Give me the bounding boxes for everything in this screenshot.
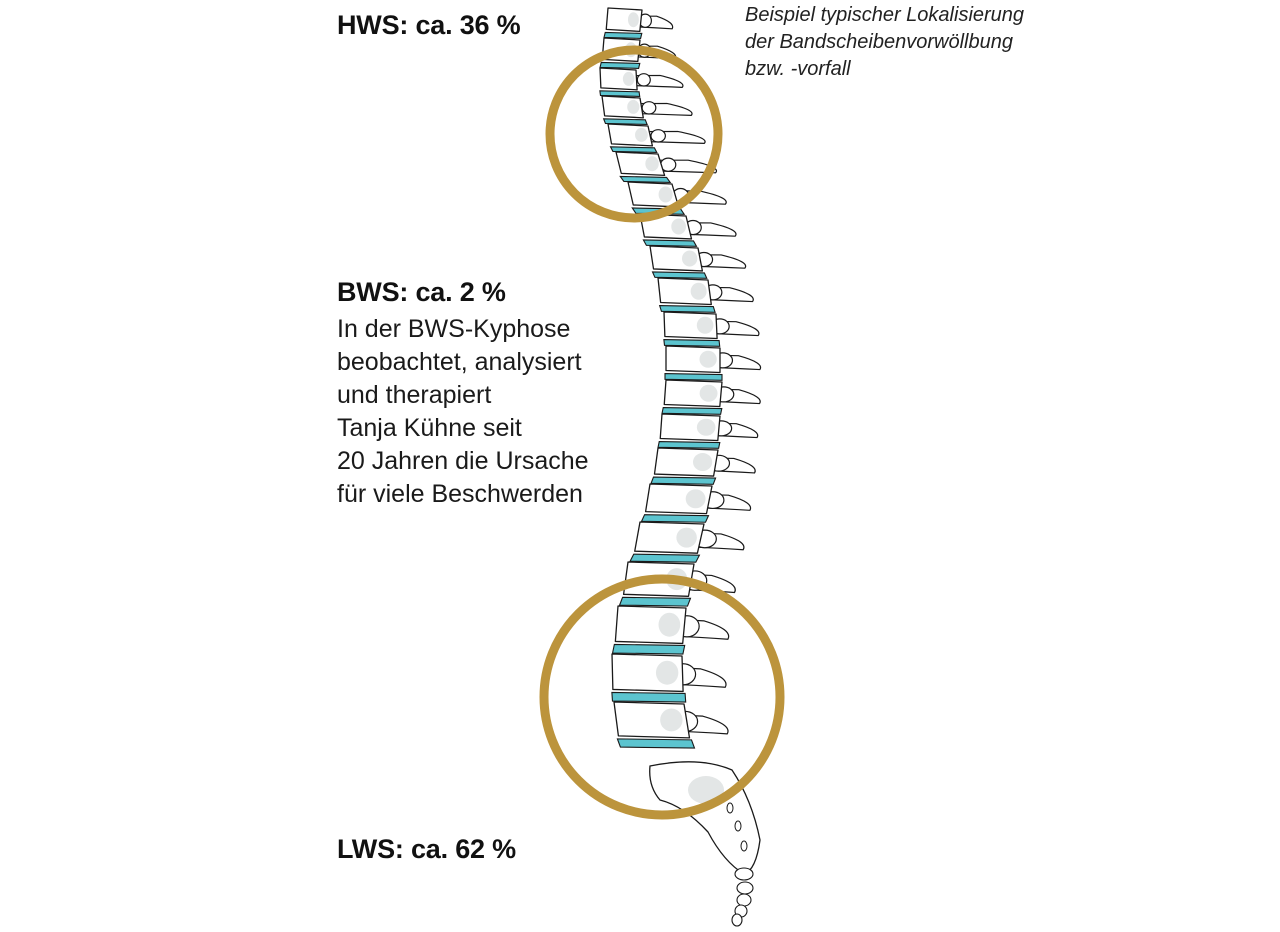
intervertebral-disc — [599, 61, 641, 69]
articular-facet — [636, 73, 651, 87]
coccyx-segment — [736, 893, 752, 907]
vertebra — [657, 413, 759, 449]
note-line: der Bandscheibenvorwöllbung — [745, 31, 1013, 53]
bws-description-line: In der BWS-Kyphose — [337, 315, 571, 343]
articular-facet — [641, 101, 657, 115]
intervertebral-disc — [663, 338, 721, 347]
vertebra — [599, 67, 684, 98]
intervertebral-disc — [616, 738, 696, 749]
bws-description-line: und therapiert — [337, 381, 492, 409]
vertebra — [650, 447, 756, 485]
bws-description: In der BWS-Kyphose beobachtet, analysier… — [337, 313, 589, 511]
bone-shading — [688, 776, 724, 804]
bone-shading — [671, 218, 686, 235]
intervertebral-disc — [603, 31, 643, 39]
intervertebral-disc — [642, 239, 698, 247]
bone-shading — [622, 71, 635, 86]
bone-shading — [627, 99, 640, 114]
bone-shading — [690, 282, 707, 300]
intervertebral-disc — [650, 476, 717, 485]
bone-shading — [655, 660, 679, 685]
bws-description-line: Tanja Kühne seit — [337, 414, 522, 442]
bws-description-line: beobachtet, analysiert — [337, 348, 582, 376]
bone-shading — [627, 12, 639, 28]
intervertebral-disc — [602, 118, 648, 126]
intervertebral-disc — [651, 271, 708, 279]
bone-shading — [699, 384, 718, 402]
intervertebral-disc — [664, 372, 723, 381]
coccyx-segment — [736, 881, 754, 895]
vertebra — [611, 653, 727, 703]
bone-shading — [696, 418, 716, 436]
intervertebral-disc — [629, 553, 701, 563]
bws-description-line: 20 Jahren die Ursache — [337, 447, 589, 475]
localization-note: Beispiel typischer Lokalisierung der Ban… — [745, 2, 1024, 83]
vertebra — [607, 123, 706, 154]
bone-shading — [685, 489, 706, 509]
vertebra — [640, 483, 752, 523]
lumbar-highlight-ring — [539, 574, 785, 820]
articular-facet — [650, 129, 666, 143]
note-line: Beispiel typischer Lokalisierung — [745, 4, 1025, 26]
bone-shading — [660, 708, 683, 732]
vertebra — [615, 151, 718, 183]
bone-shading — [658, 186, 673, 203]
intervertebral-disc — [599, 90, 641, 98]
vertebra — [629, 521, 745, 563]
intervertebral-disc — [609, 146, 658, 154]
cervical-highlight-ring — [545, 45, 723, 223]
bone-shading — [676, 527, 697, 548]
bone-shading — [681, 250, 698, 267]
sacral-foramen — [740, 840, 748, 852]
coccyx-segment — [734, 867, 754, 881]
intervertebral-disc — [657, 440, 721, 449]
bws-label: BWS: ca. 2 % — [337, 277, 506, 307]
vertebra — [663, 311, 760, 347]
vertebra — [601, 95, 693, 126]
lws-label: LWS: ca. 62 % — [337, 834, 516, 864]
intervertebral-disc — [658, 304, 716, 313]
bone-shading — [658, 612, 681, 637]
sacral-foramen — [734, 820, 742, 832]
vertebra — [611, 605, 730, 655]
vertebra — [664, 345, 762, 381]
intervertebral-disc — [611, 643, 686, 655]
note-line: bzw. -vorfall — [745, 58, 851, 80]
intervertebral-disc — [619, 175, 672, 183]
vertebra — [613, 701, 729, 749]
vertebra — [649, 245, 747, 279]
bone-shading — [699, 350, 717, 368]
coccyx-segment — [731, 913, 743, 927]
intervertebral-disc — [611, 691, 687, 703]
bws-description-line: für viele Beschwerden — [337, 480, 583, 508]
spine-vertebrae — [599, 7, 762, 749]
vertebra — [661, 379, 761, 415]
bone-shading — [645, 156, 659, 172]
intervertebral-disc — [640, 514, 710, 523]
bone-shading — [693, 453, 713, 472]
intervertebral-disc — [661, 406, 723, 415]
vertebra — [657, 277, 754, 313]
hws-label: HWS: ca. 36 % — [337, 10, 521, 40]
bone-shading — [635, 127, 648, 142]
bone-shading — [696, 316, 714, 334]
vertebra — [603, 7, 674, 39]
sacral-foramen — [726, 802, 734, 814]
intervertebral-disc — [618, 596, 692, 607]
